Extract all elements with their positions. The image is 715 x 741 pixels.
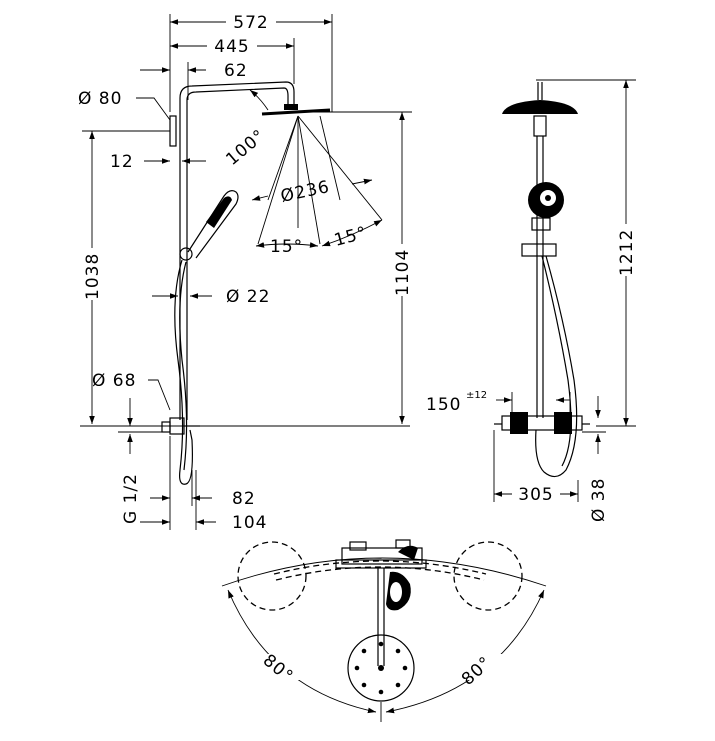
dim-82: 82	[232, 489, 256, 509]
dim-dia-68: Ø 68	[92, 371, 136, 391]
side-view: 572 445 62 Ø 80 12 100°	[78, 12, 413, 533]
dim-dia-38: Ø 38	[589, 478, 609, 522]
dim-572: 572	[233, 13, 268, 33]
dim-104: 104	[232, 513, 267, 533]
dim-dia-22: Ø 22	[226, 287, 270, 307]
dim-angle-100: 100°	[222, 126, 269, 170]
dim-thread-g12: G 1/2	[121, 473, 141, 524]
dim-1104: 1104	[393, 249, 413, 296]
front-view: 1212 150 ±12 Ø 38 305	[426, 79, 637, 522]
dim-1212: 1212	[617, 229, 637, 276]
swivel-arc-left	[227, 589, 377, 714]
dim-dia-236: Ø236	[279, 177, 332, 207]
dim-445: 445	[214, 37, 249, 57]
dim-12: 12	[110, 152, 134, 172]
dim-62: 62	[224, 61, 248, 81]
dim-dia-80: Ø 80	[78, 89, 122, 109]
dim-tolerance-12: ±12	[466, 390, 487, 401]
dim-150: 150	[426, 395, 461, 415]
dim-angle-15-left: 15°	[270, 237, 303, 257]
dim-305: 305	[518, 485, 553, 505]
dim-angle-15-right: 15°	[332, 223, 369, 251]
top-view: 80° 80°	[221, 539, 547, 722]
dim-1038: 1038	[83, 253, 103, 300]
